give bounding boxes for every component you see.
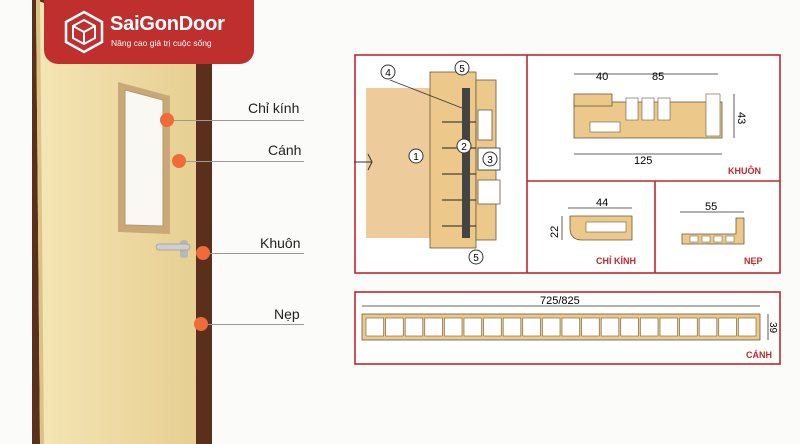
chi-kinh-profile: 44 22 CHỈ KÍNH xyxy=(549,197,636,266)
svg-text:5: 5 xyxy=(459,64,465,75)
callout-line-khuon xyxy=(210,253,304,254)
canh-cell xyxy=(718,317,737,337)
callout-label-canh: Cánh xyxy=(268,142,302,158)
door-handle xyxy=(155,243,191,251)
canh-cell xyxy=(463,317,482,337)
callout-dot-chi-kinh xyxy=(160,113,174,127)
svg-text:40: 40 xyxy=(596,71,608,83)
glass-pane xyxy=(124,89,164,227)
technical-diagram: 4 5 1 2 3 5 40 85 43 125 KHUÔN 44 xyxy=(354,54,781,365)
svg-text:4: 4 xyxy=(385,68,391,79)
callout-label-khuon: Khuôn xyxy=(260,235,301,251)
canh-cell xyxy=(600,317,620,337)
canh-cell xyxy=(581,317,600,337)
canh-cell xyxy=(404,317,424,337)
svg-text:39: 39 xyxy=(767,322,778,334)
brand-logo[interactable]: SaiGonDoor Nâng cao giá trị cuộc sống xyxy=(44,0,254,64)
brand-name: SaiGonDoor xyxy=(110,13,225,35)
svg-text:85: 85 xyxy=(652,71,664,83)
svg-text:KHUÔN: KHUÔN xyxy=(728,165,761,176)
canh-profile: 725/825 39 CÁNH xyxy=(361,295,778,360)
canh-cell xyxy=(542,317,561,337)
svg-text:5: 5 xyxy=(473,253,479,264)
svg-text:CÁNH: CÁNH xyxy=(746,350,772,360)
canh-cell xyxy=(522,317,541,337)
callout-label-chi-kinh: Chỉ kính xyxy=(248,100,300,116)
svg-text:44: 44 xyxy=(596,197,608,209)
canh-cell xyxy=(738,317,757,337)
canh-cell xyxy=(385,317,404,337)
canh-cell xyxy=(424,317,443,337)
svg-text:125: 125 xyxy=(634,155,652,167)
callout-label-nep: Nẹp xyxy=(274,306,300,322)
svg-text:725/825: 725/825 xyxy=(540,295,580,307)
canh-cell xyxy=(620,317,639,337)
canh-cell xyxy=(561,317,580,337)
canh-cell xyxy=(659,317,678,337)
canh-cell xyxy=(365,317,384,337)
callout-dot-nep xyxy=(194,317,208,331)
svg-text:CHỈ KÍNH: CHỈ KÍNH xyxy=(596,255,636,266)
svg-text:55: 55 xyxy=(705,201,717,213)
callout-line-nep xyxy=(208,324,304,325)
canh-cell xyxy=(483,317,502,337)
svg-text:2: 2 xyxy=(461,142,467,153)
canh-cell xyxy=(640,317,659,337)
door-illustration xyxy=(32,0,212,444)
callout-line-chi-kinh xyxy=(174,120,304,121)
nep-profile: 55 NẸP xyxy=(680,201,763,266)
callout-dot-canh xyxy=(172,154,186,168)
svg-text:1: 1 xyxy=(413,152,419,163)
canh-cell xyxy=(502,317,522,337)
khuon-profile: 40 85 43 125 KHUÔN xyxy=(573,71,761,176)
door-leaf xyxy=(36,0,196,444)
svg-text:3: 3 xyxy=(487,155,493,166)
svg-text:43: 43 xyxy=(735,112,747,124)
canh-cell xyxy=(444,317,463,337)
callout-dot-khuon xyxy=(196,246,210,260)
canh-cell xyxy=(679,317,698,337)
callout-line-canh xyxy=(186,161,304,162)
brand-cube-icon xyxy=(64,10,104,54)
section-view: 4 5 1 2 3 5 xyxy=(354,60,501,265)
svg-text:NẸP: NẸP xyxy=(744,256,763,266)
svg-text:22: 22 xyxy=(549,226,561,238)
canh-cell xyxy=(698,317,718,337)
brand-slogan: Nâng cao giá trị cuộc sống xyxy=(111,38,212,48)
